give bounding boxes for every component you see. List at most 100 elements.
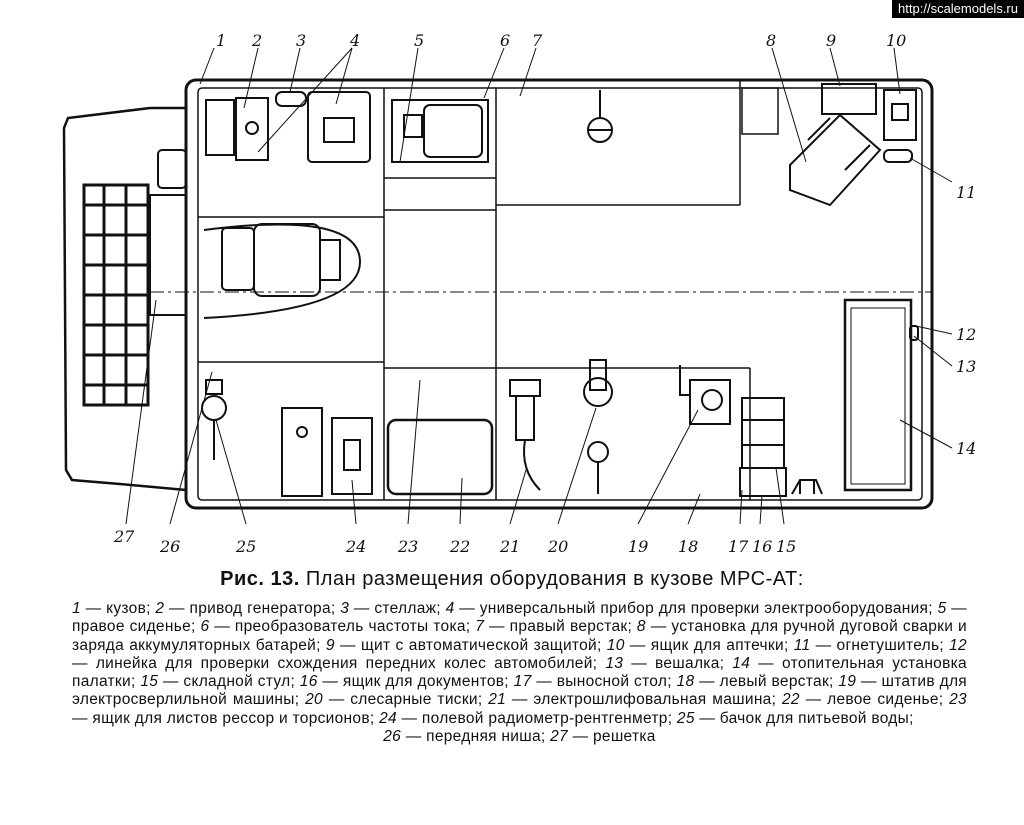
legend-item-15: 15 — складной стул; [140, 673, 299, 690]
callout-2: 2 [251, 31, 262, 50]
callout-7: 7 [532, 31, 543, 50]
legend-item-text: — линейка для проверки схождения передни… [72, 654, 606, 672]
callout-labels-top: 1 2 3 4 5 6 7 8 9 10 [216, 31, 906, 50]
legend-item-number: 26 [383, 728, 402, 746]
legend-item-text: — установка для ручной дуговой сварки и … [72, 618, 968, 654]
callout-10: 10 [886, 31, 906, 50]
legend-item-number: 6 [200, 618, 210, 636]
legend-item-text: — штатив для электросверлильной машины; [72, 673, 968, 709]
legend-item-text: — ящик для листов рессор и торсионов; [72, 709, 380, 727]
legend-item-number: 15 [140, 673, 159, 691]
legend-item-number: 12 [949, 636, 967, 654]
callout-labels-right: 11 12 13 14 [956, 183, 976, 458]
callout-14: 14 [956, 439, 976, 458]
legend-item-text: — щит с автоматической защитой; [334, 636, 607, 654]
legend-item-number: 16 [299, 673, 318, 691]
legend-item-number: 7 [475, 618, 485, 636]
legend-item-2: 2 — привод генератора; [155, 600, 340, 617]
callout-6: 6 [500, 31, 510, 50]
legend-item-6: 6 — преобразователь частоты тока; [200, 618, 475, 635]
legend-item-number: 23 [949, 691, 967, 709]
callout-3: 3 [296, 31, 306, 50]
legend-item-text: — передняя ниша; [401, 728, 551, 746]
leader-lines [125, 47, 953, 525]
left-seat [386, 418, 494, 496]
legend-item-number: 25 [676, 709, 695, 727]
grinder [509, 379, 541, 491]
legend-item-number: 11 [793, 636, 811, 654]
callout-1: 1 [216, 31, 226, 50]
partitions [150, 80, 932, 500]
legend-item-text: — слесарные тиски; [322, 691, 489, 709]
legend-item-text: — огнетушитель; [810, 636, 950, 654]
generator-drive [205, 97, 269, 161]
callout-16: 16 [752, 537, 772, 556]
generator-unit [203, 223, 362, 319]
body-shell [184, 78, 934, 510]
legend-item-text: — стеллаж; [349, 600, 446, 617]
legend-item-number: 2 [155, 600, 165, 617]
legend-item-text: — полевой радиометр-рентгенметр; [396, 709, 677, 727]
control-panel [821, 83, 877, 115]
callout-8: 8 [766, 31, 776, 50]
legend-item-number: 21 [488, 691, 507, 709]
legend-item-9: 9 — щит с автоматической защитой; [326, 637, 607, 654]
equipment-layout-diagram: 1 2 3 4 5 6 7 8 9 10 11 12 13 14 27 26 2… [62, 31, 976, 556]
callout-21: 21 [499, 537, 520, 556]
figure-caption: Рис. 13. План размещения оборудования в … [0, 568, 1024, 591]
callout-23: 23 [397, 537, 418, 556]
callout-4: 4 [349, 31, 360, 50]
folding-table [791, 479, 823, 495]
right-workbench [587, 90, 613, 143]
legend-item-25: 25 — бачок для питьевой воды; [677, 710, 914, 727]
legend-item-text: — кузов; [80, 600, 156, 617]
legend-item-text: — привод генератора; [164, 600, 341, 617]
legend-item-text: — складной стул; [158, 673, 300, 691]
legend-item-12: 12 — линейка для проверки схождения пере… [72, 637, 967, 672]
legend-item-19: 19 — штатив для электросверлильной машин… [72, 673, 967, 708]
legend-item-text: — ящик для аптечки; [624, 636, 794, 654]
legend-item-18: 18 — левый верстак; [677, 673, 839, 690]
legend-item-text: — правое сиденье; [72, 600, 967, 636]
callout-17: 17 [728, 537, 749, 556]
radiometer [281, 407, 373, 497]
folding-chair [741, 397, 785, 469]
legend-item-5: 5 — правое сиденье; [72, 600, 967, 635]
legend-item-22: 22 — левое сиденье; [782, 691, 949, 708]
legend-item-10: 10 — ящик для аптечки; [607, 637, 794, 654]
legend-item-number: 4 [445, 600, 455, 617]
callout-20: 20 [547, 537, 568, 556]
figure-legend: 1 — кузов; 2 — привод генератора; 3 — ст… [72, 600, 967, 746]
legend-item-text: — бачок для питьевой воды; [694, 709, 914, 727]
callout-25: 25 [235, 537, 256, 556]
callout-15: 15 [776, 537, 796, 556]
legend-item-1: 1 — кузов; [72, 600, 155, 617]
legend-item-text: — ящик для документов; [317, 673, 514, 691]
legend-item-21: 21 — электрошлифовальная машина; [488, 691, 782, 708]
callout-22: 22 [449, 537, 470, 556]
legend-item-13: 13 — вешалка; [605, 655, 732, 672]
hanger [909, 325, 919, 341]
callout-27: 27 [113, 527, 135, 546]
legend-item-16: 16 — ящик для документов; [300, 673, 514, 690]
legend-item-text: — преобразователь частоты тока; [209, 618, 476, 636]
legend-item-text: — выносной стол; [531, 673, 677, 691]
legend-item-7: 7 — правый верстак; [475, 618, 637, 635]
legend-item-number: 3 [340, 600, 350, 617]
first-aid-box [883, 89, 917, 141]
legend-item-number: 20 [305, 691, 323, 709]
legend-item-text: — правый верстак; [484, 618, 637, 636]
legend-item-4: 4 — универсальный прибор для проверки эл… [446, 600, 938, 617]
callout-26: 26 [159, 537, 180, 556]
tent-heater [843, 298, 913, 492]
legend-item-number: 1 [72, 600, 81, 617]
legend-item-number: 18 [676, 673, 695, 691]
callout-24: 24 [345, 537, 366, 556]
callout-9: 9 [826, 31, 836, 50]
legend-last-line: 26 — передняя ниша; 27 — решетка [72, 728, 967, 746]
water-tank [201, 379, 227, 460]
callout-13: 13 [956, 357, 976, 376]
legend-item-number: 8 [636, 618, 646, 636]
rack [275, 91, 371, 163]
legend-item-number: 9 [325, 636, 335, 654]
